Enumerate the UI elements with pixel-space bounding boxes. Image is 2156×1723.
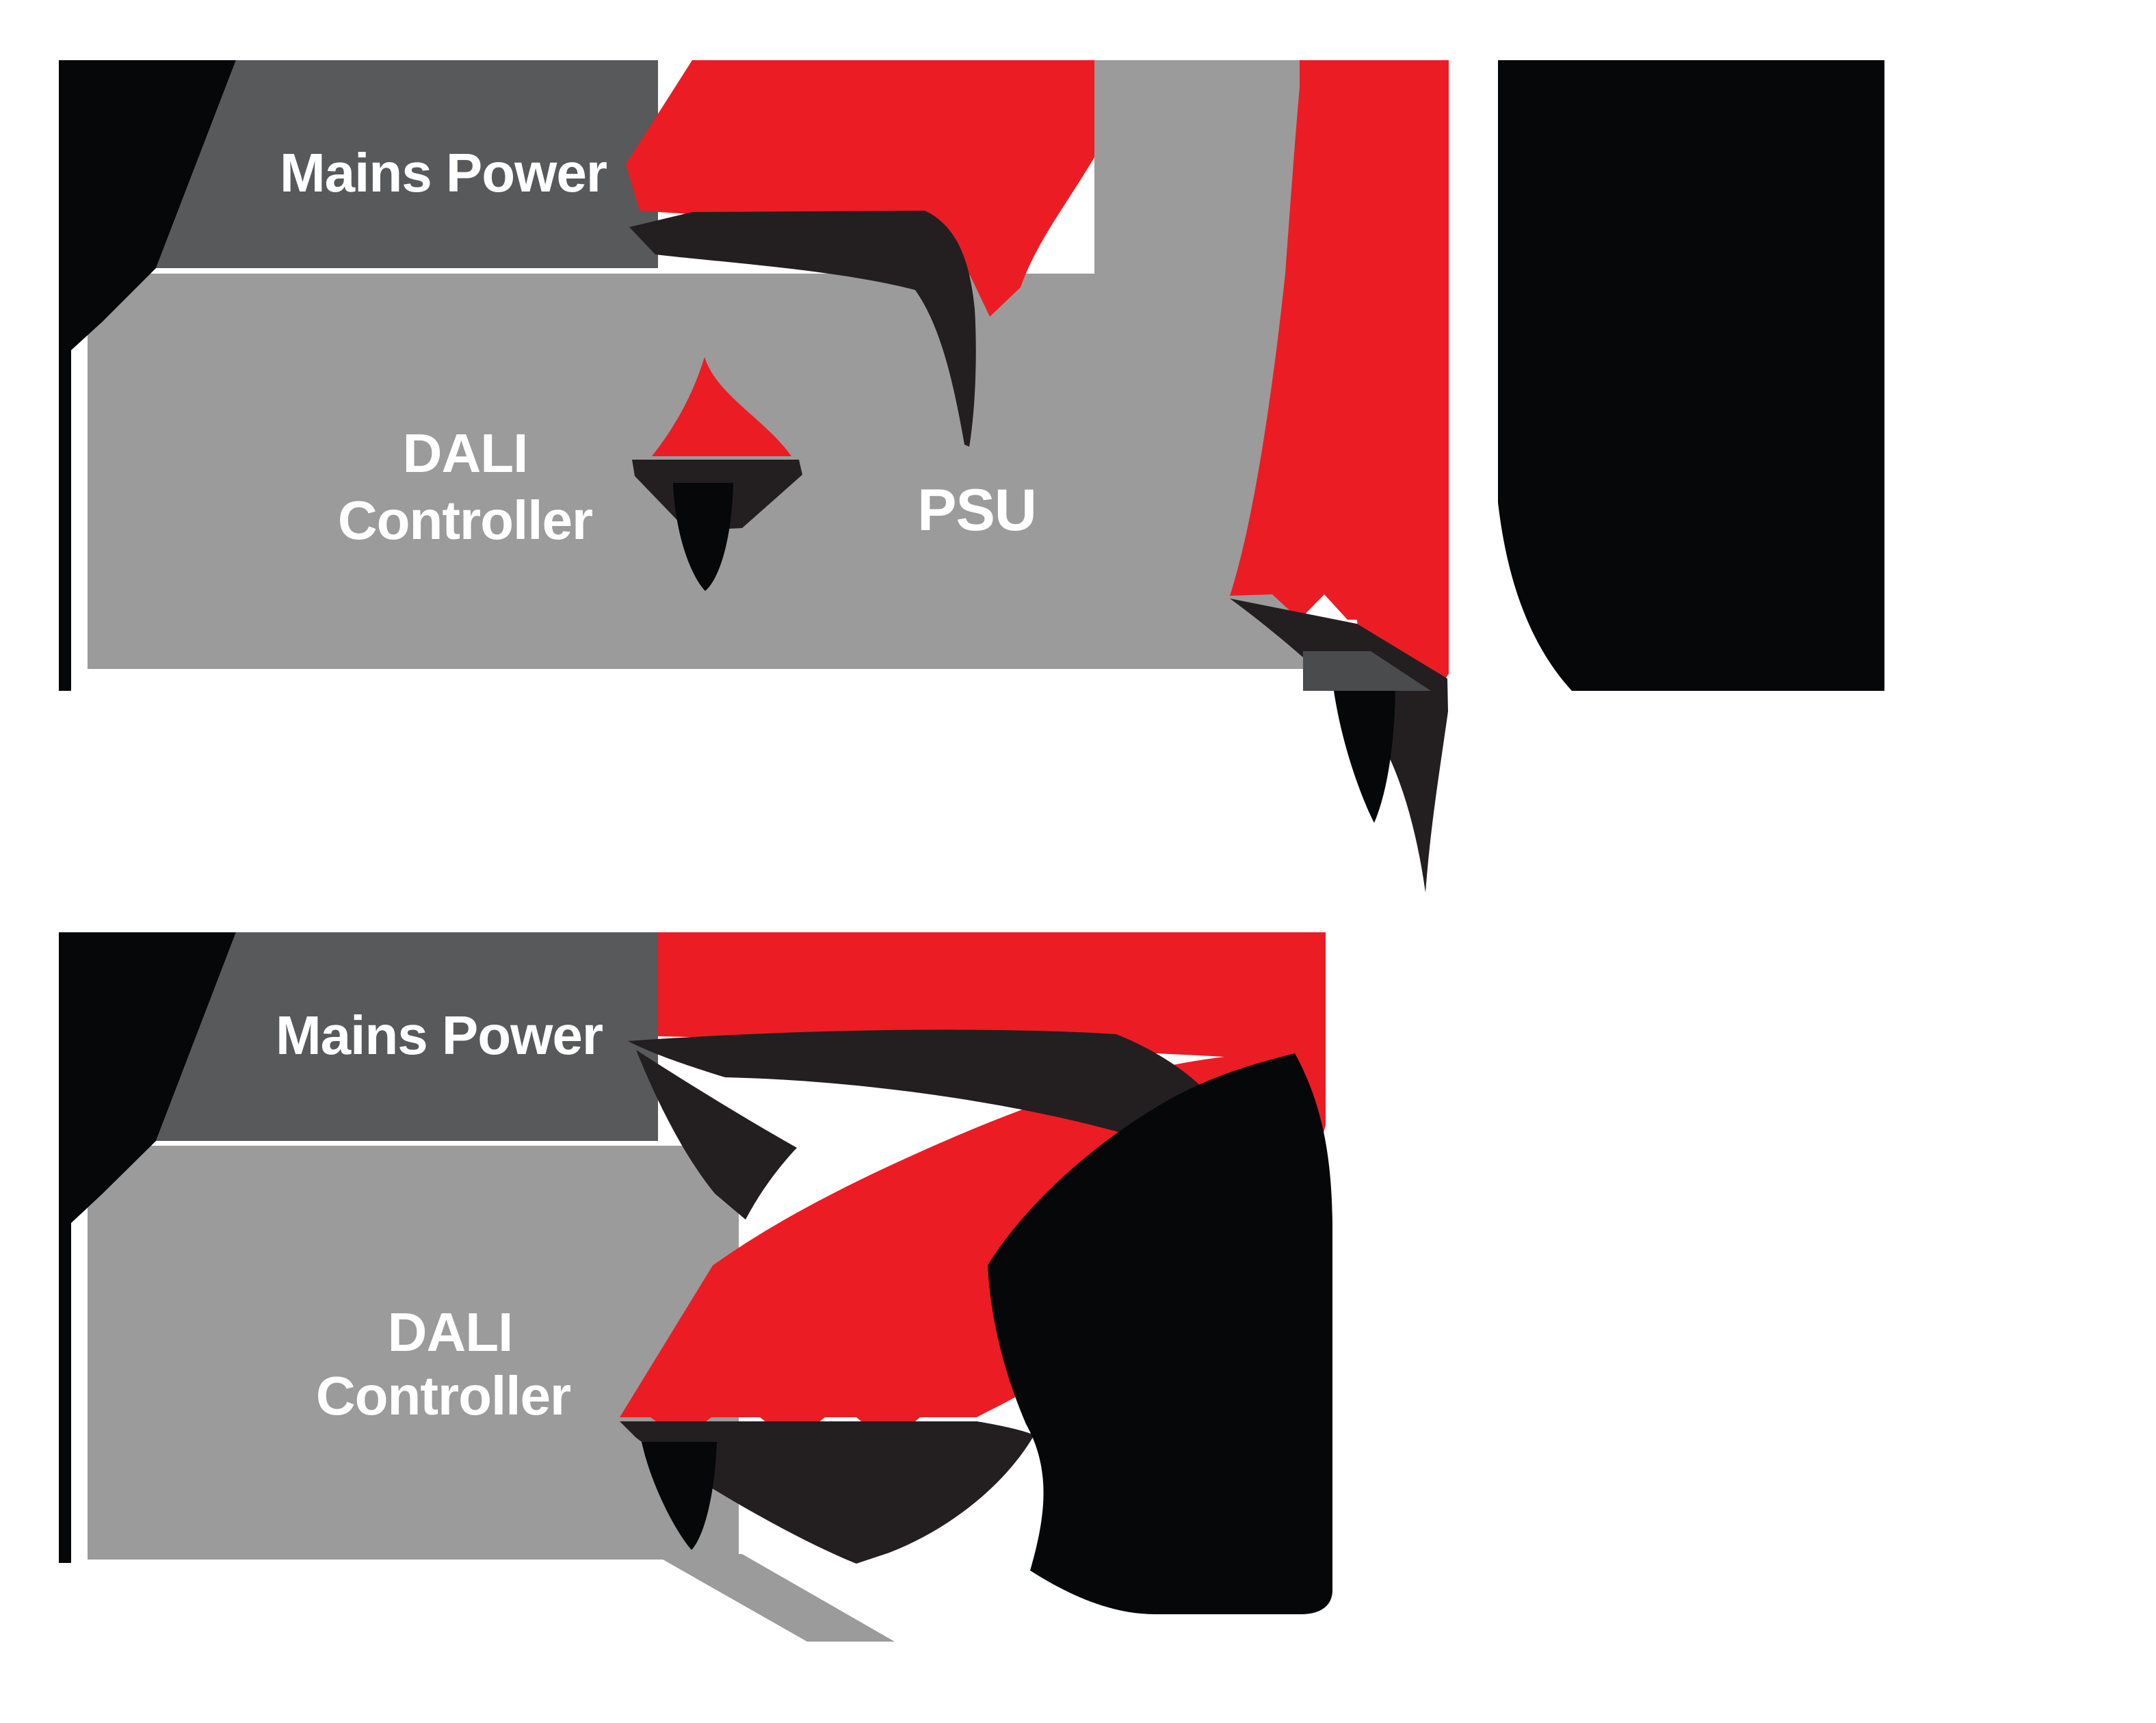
- top-red-mains-arrow: [626, 60, 1094, 317]
- top-black-box: [1498, 60, 1884, 691]
- diagram-bottom-integrated: Mains Power DALI Controller: [59, 932, 1332, 1642]
- top-left-black-bar: [59, 60, 71, 691]
- bottom-black-arrow-tip: [642, 1442, 717, 1550]
- top-psu-label: PSU: [917, 477, 1036, 543]
- top-black-box-notch: [1498, 503, 1572, 691]
- bottom-left-black-bar: [59, 932, 71, 1563]
- top-charcoal-mains-arrow-shadow: [629, 211, 976, 447]
- bottom-left-black-wedge: [59, 932, 236, 1228]
- bottom-charcoal-comma-shadow: [628, 1029, 1258, 1189]
- bottom-mains-power-label: Mains Power: [276, 1005, 603, 1066]
- bottom-charcoal-comma-lobe: [636, 1050, 797, 1220]
- top-black-psu-arrow-tip: [1332, 681, 1395, 823]
- bottom-gray-wedge: [653, 1554, 895, 1642]
- bottom-dali-controller-panel: [88, 1146, 739, 1560]
- top-dali-controller-panel: [88, 60, 1303, 669]
- top-mains-power-box: [156, 60, 658, 268]
- top-dali-controller-label-line1: DALI: [403, 423, 528, 484]
- diagram-top-external-psu: Mains Power DALI Controller PSU: [59, 60, 1884, 893]
- top-left-black-wedge: [59, 60, 236, 356]
- bottom-red-ribbon-arrow: [620, 932, 1326, 1445]
- bottom-mains-power-box: [156, 932, 658, 1141]
- top-mains-power-label: Mains Power: [280, 142, 607, 203]
- top-dali-controller-label-line2: Controller: [338, 490, 592, 551]
- top-red-psu-arrow-ribbon: [1230, 60, 1449, 707]
- top-dark-gray-wedge: [1303, 651, 1431, 691]
- top-red-dali-up-arrow: [652, 357, 791, 456]
- top-black-dali-down-arrow-tip: [673, 483, 733, 591]
- bottom-black-box-mass: [988, 1053, 1332, 1614]
- bottom-charcoal-arrow-shadow: [620, 1421, 1034, 1564]
- bottom-dali-controller-label-line1: DALI: [388, 1302, 513, 1363]
- bottom-dali-controller-label-line2: Controller: [316, 1365, 570, 1426]
